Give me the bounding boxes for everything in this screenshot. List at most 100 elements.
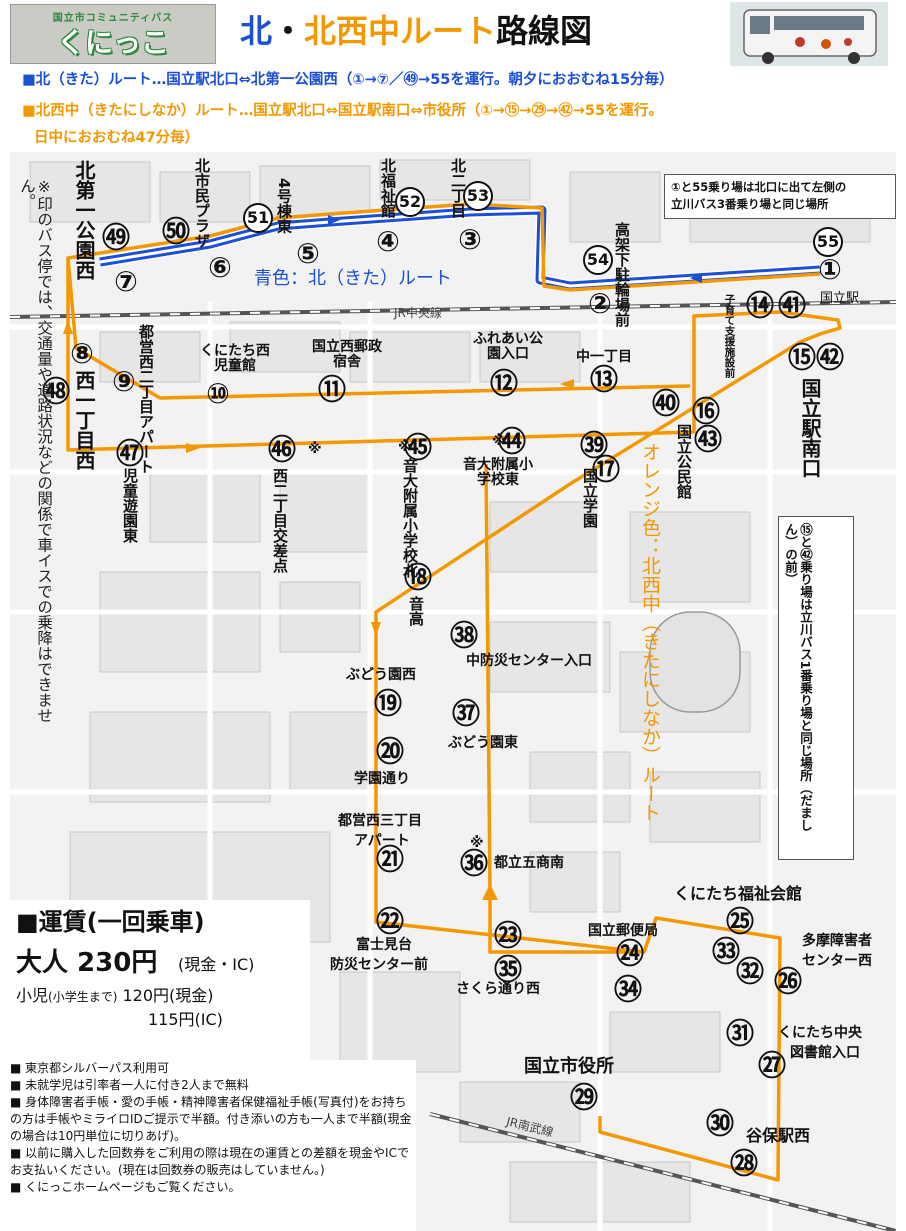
bus-stop-25: ㉕ xyxy=(725,905,754,938)
bus-stop-10: ⑩ xyxy=(206,377,230,410)
title-nishi: 北西中ルート xyxy=(304,12,497,50)
bus-stop-33: ㉝ xyxy=(711,935,740,968)
mark-46: ※ xyxy=(308,441,322,457)
bus-stop-22: ㉒ xyxy=(375,905,404,938)
label-koukashita: 高架下駐輪場前 xyxy=(613,222,631,327)
stop15-note: ⑮と㊷乗り場は立川バス1番乗り場と同じ場所（だましん）の前） xyxy=(778,516,854,860)
bus-stop-3: ③ xyxy=(458,223,482,256)
stop55-note: ①と55乗り場は北口に出て左側の 立川バス3番乗り場と同じ場所 xyxy=(664,174,896,219)
bus-stop-9: ⑨ xyxy=(112,365,136,398)
bus-stop-4: ④ xyxy=(376,225,400,258)
label-gakuen-dori: 学園通り xyxy=(354,771,410,787)
label-sakura: さくら通り西 xyxy=(456,981,540,997)
bus-stop-30: ㉚ xyxy=(705,1107,734,1140)
page-title: 北・北西中ルート路線図 xyxy=(240,6,592,52)
bus-stop-28: ㉘ xyxy=(729,1147,758,1180)
label-fujimidai-1: 富士見台 xyxy=(356,937,412,953)
bus-stop-11: ⑪ xyxy=(317,373,346,406)
orange-route-label: オレンジ色：北西中（きたにしなか）ルート xyxy=(639,442,661,822)
bus-stop-35: ㉟ xyxy=(493,953,522,986)
label-chuo-tosho-2: 図書館入口 xyxy=(790,1045,860,1061)
mark-36: ※ xyxy=(470,835,484,851)
bus-stop-5: ⑤ xyxy=(296,237,320,270)
bus-stop-42: ㊷ xyxy=(815,341,844,374)
bus-stop-8: ⑧ xyxy=(70,337,94,370)
bus-stop-19: ⑲ xyxy=(373,687,402,720)
logo-title: くにっこ xyxy=(56,26,169,59)
title-suffix: 路線図 xyxy=(496,12,593,50)
fare-child-cash: 120円(現金) xyxy=(117,986,214,1005)
bus-stop-17: ⑰ xyxy=(591,453,620,486)
notice-item: ■ 以前に購入した回数券をご利用の際は現在の運賃との差額を現金やICでお支払いく… xyxy=(10,1146,409,1178)
label-nishi2-kousaten: 西二丁目交差点 xyxy=(271,468,289,573)
bus-stop-31: ㉛ xyxy=(725,1017,754,1050)
bus-stop-52: 52 xyxy=(395,187,425,217)
fare-adult: 大人 230円 xyxy=(16,948,158,978)
label-kunitachi-south: 国立駅南口 xyxy=(798,378,822,478)
label-ondai-kita: 音大附属小学校北 xyxy=(401,458,419,578)
label-kouminkan: 国立公民館 xyxy=(675,424,693,499)
bus-stop-34: ㉞ xyxy=(613,973,642,1006)
notice-item: ■ くにっこホームページもご覧ください。 xyxy=(10,1180,241,1195)
bus-stop-7: ⑦ xyxy=(114,265,138,298)
bus-stop-43: ㊸ xyxy=(693,423,722,456)
bus-stop-41: ㊶ xyxy=(777,289,806,322)
label-yaho: 谷保駅西 xyxy=(746,1126,811,1145)
bus-stop-21: ㉑ xyxy=(375,843,404,876)
label-toei-sanchome-2: アパート xyxy=(354,833,410,849)
bus-stop-37: ㊲ xyxy=(451,697,480,730)
title-dot: ・ xyxy=(272,12,305,50)
label-kita-shimin: 北市民プラザ xyxy=(193,158,211,248)
bus-stop-24: ㉔ xyxy=(615,937,644,970)
bus-stop-50: ㊿ xyxy=(161,215,190,248)
bus-stop-23: ㉓ xyxy=(493,919,522,952)
label-budou-higashi: ぶどう園東 xyxy=(448,735,518,751)
bus-stop-32: ㉜ xyxy=(735,955,764,988)
label-kita-nichome: 北二丁目 xyxy=(449,158,467,218)
bus-stop-39: ㊴ xyxy=(579,429,608,462)
kunikko-logo: 国立市コミュニティバス くにっこ xyxy=(10,4,216,64)
nishi-route-description-line1: ■北西中（きたにしなか）ルート…国立駅北口⇔国立駅南口⇔市役所（①→⑮→㉙→㊷→… xyxy=(22,103,664,119)
bus-stop-49: ㊾ xyxy=(101,221,130,254)
bus-stop-40: ㊵ xyxy=(651,387,680,420)
label-kita-fukushi: 北福祉館 xyxy=(379,158,397,218)
label-kita-daiichi: 北第一公園西 xyxy=(72,160,96,280)
bus-stop-55: 55 xyxy=(813,227,843,257)
label-naka-itchome: 中一丁目 xyxy=(576,349,632,365)
bus-stop-48: ㊽ xyxy=(41,375,70,408)
bus-stop-46: ㊻ xyxy=(267,433,296,466)
bus-stop-44: ㊹ xyxy=(497,425,526,458)
fare-adult-note: (現金・IC) xyxy=(178,955,255,974)
label-onko: 音高 xyxy=(407,596,425,626)
fare-box: ■運賃(一回乗車) 大人 230円 (現金・IC) 小児(小学生まで) 120円… xyxy=(10,900,310,1065)
notices: ■ 東京都シルバーパス利用可 ■ 未就学児は引率者一人に付き2人まで無料 ■ 身… xyxy=(0,1060,416,1231)
stop55-note-line2: 立川バス3番乗り場と同じ場所 xyxy=(671,197,829,212)
label-fukushi-kaikan: くにたち福祉会館 xyxy=(674,884,803,903)
bus-stop-15: ⑮ xyxy=(787,341,816,374)
label-toei-nishi: 都営西二丁目アパート xyxy=(137,324,155,474)
fare-child-ic: 115円(IC) xyxy=(148,1010,223,1029)
fare-child: 小児(小学生まで) 120円(現金) xyxy=(16,982,214,1006)
label-yubin-shukusha: 国立西郵政宿舎 xyxy=(312,339,382,370)
stop15-note-text: ⑮と㊷乗り場は立川バス1番乗り場と同じ場所（だましん）の前） xyxy=(783,523,813,832)
nishi-route-description-line2: 日中におおむね47分毎） xyxy=(34,130,200,146)
wheelchair-note: ※印のバス停では、交通量や道路状況などの関係で車イスでの乗降はできません。 xyxy=(18,178,54,723)
kita-route-label: 青色：北（きた）ルート xyxy=(254,268,452,289)
label-tama-2: センター西 xyxy=(802,953,872,969)
label-jido-yuen: 児童遊園東 xyxy=(121,468,139,543)
label-budou-nishi: ぶどう園西 xyxy=(346,667,416,683)
label-ondai-shou: 音大附属小学校東 xyxy=(463,457,533,488)
bus-stop-1: ① xyxy=(818,253,842,286)
bus-stop-2: ② xyxy=(588,287,612,320)
label-chuo-line: JR中央線 xyxy=(394,306,442,320)
bus-stop-29: ㉙ xyxy=(569,1081,598,1114)
fare-child-sub: (小学生まで) xyxy=(48,990,118,1004)
fare-child-label: 小児 xyxy=(16,986,49,1005)
bus-stop-36: ㊱ xyxy=(459,847,488,880)
notice-item: ■ 東京都シルバーパス利用可 xyxy=(10,1061,170,1075)
mark-44: ※ xyxy=(492,433,506,449)
label-yongo: 4号棟東 xyxy=(275,178,293,234)
bus-stop-38: ㊳ xyxy=(449,619,478,652)
